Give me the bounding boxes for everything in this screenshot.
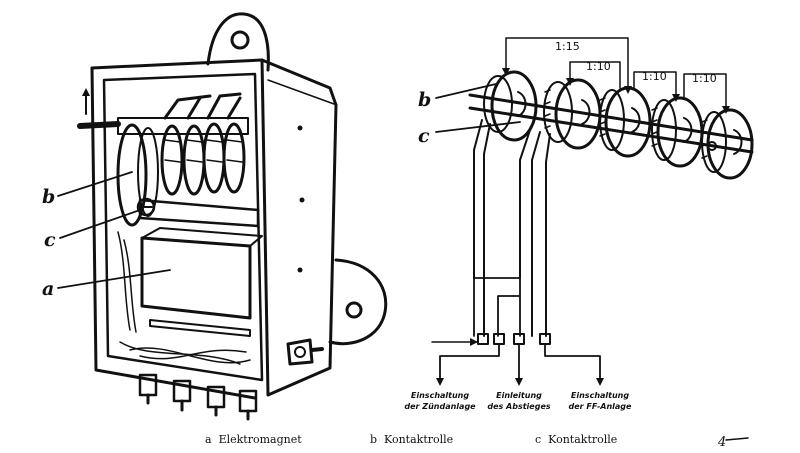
contact-wires xyxy=(473,119,551,337)
label-b-right: b xyxy=(418,89,431,111)
ratio-bracket-1 xyxy=(505,37,629,91)
magnet-coil xyxy=(117,227,263,337)
legend-text-b: Kontaktrolle xyxy=(384,433,454,446)
rotation-arrow xyxy=(82,88,90,96)
caption-3-line1: Einschaltung xyxy=(571,391,629,400)
leader-c-left xyxy=(59,209,141,239)
ratio-label-2: 1:10 xyxy=(586,60,611,73)
terminal-blocks xyxy=(477,333,551,345)
caption-2-line2: des Abstieges xyxy=(487,402,551,411)
legend-text-c: Kontaktrolle xyxy=(548,433,618,446)
leader-b-left xyxy=(57,171,133,197)
bottom-terminals xyxy=(138,373,258,421)
ratio-label-1: 1:15 xyxy=(555,40,580,53)
adjusting-screw xyxy=(136,197,156,217)
legend-key-c: c xyxy=(535,433,542,446)
legend-key-b: b xyxy=(370,433,378,446)
label-c-left: c xyxy=(44,229,56,251)
drive-shaft xyxy=(77,121,121,129)
lug-hole-side xyxy=(345,301,363,319)
electromagnet-housing xyxy=(77,12,388,421)
mounting-lug-side xyxy=(328,258,388,346)
roller-1 xyxy=(483,70,538,142)
ratio-bracket-4 xyxy=(683,73,727,111)
caption-3-line2: der FF-Anlage xyxy=(569,402,632,411)
label-c-right: c xyxy=(418,125,430,147)
leader-a-left xyxy=(57,269,171,289)
roller-schematic: 1:15 1:10 1:10 1:10 xyxy=(431,37,754,386)
leader-c-right xyxy=(435,121,521,133)
roller-5 xyxy=(701,108,754,180)
leader-b-right xyxy=(435,83,497,99)
ratio-label-4: 1:10 xyxy=(692,72,717,85)
legend-item-b: b Kontaktrolle xyxy=(370,433,453,446)
legend-text-a: Elektromagnet xyxy=(218,433,302,446)
label-a-left: a xyxy=(42,278,54,300)
label-b-left: b xyxy=(42,186,55,208)
signature-mark: 4 xyxy=(717,435,726,450)
ratio-bracket-2 xyxy=(569,61,621,89)
legend-key-a: a xyxy=(205,433,212,446)
legend-item-a: a Elektromagnet xyxy=(205,433,302,446)
caption-1-line1: Einschaltung xyxy=(411,391,469,400)
contact-roller-stack xyxy=(116,92,249,227)
lug-hole-top xyxy=(230,30,250,50)
output-leads xyxy=(439,343,601,383)
legend-item-c: c Kontaktrolle xyxy=(535,433,617,446)
mounting-lug-top xyxy=(206,12,270,72)
caption-1-line2: der Zündanlage xyxy=(404,402,476,411)
ratio-bracket-3 xyxy=(633,71,677,99)
ratio-label-3: 1:10 xyxy=(642,70,667,83)
caption-2-line1: Einleitung xyxy=(496,391,542,400)
